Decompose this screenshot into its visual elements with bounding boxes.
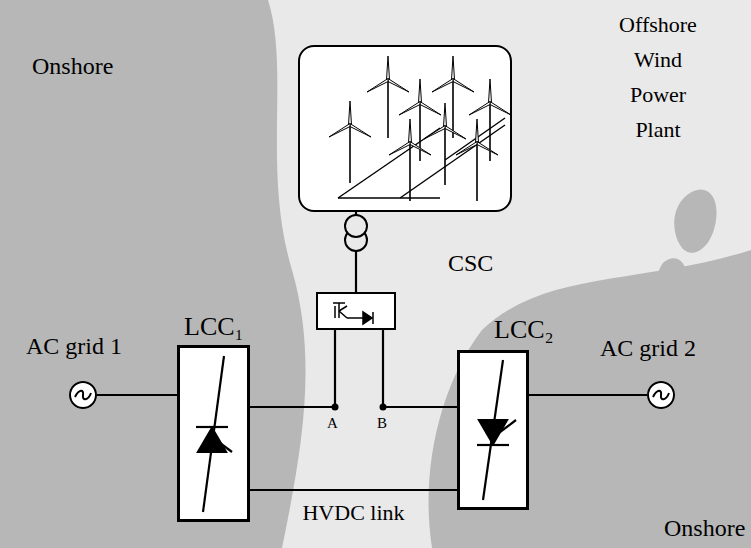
- island: [674, 190, 716, 253]
- converter-box: LCC₂: [457, 350, 529, 510]
- thyristor-symbol: [477, 360, 516, 500]
- link-label: HVDC link: [302, 500, 404, 526]
- ac-source: AC grid 1: [69, 381, 97, 409]
- node-heading: AC grid 2: [600, 334, 696, 362]
- turbine-strings: [338, 118, 505, 198]
- transformer-symbol: [345, 215, 367, 251]
- converter-box: CSC: [316, 292, 396, 330]
- wind-plant-box: Offshore Wind Power Plant: [298, 45, 512, 212]
- converter-fill: [177, 345, 250, 522]
- region-label: Onshore: [664, 514, 745, 542]
- node-heading: CSC: [448, 249, 493, 277]
- converter-fill: [457, 350, 529, 510]
- island: [657, 258, 686, 305]
- node-heading: LCC₁: [184, 312, 244, 342]
- node-heading: LCC₂: [494, 315, 554, 345]
- ac-tilde: [75, 391, 91, 400]
- ac-source-fill: [69, 381, 97, 409]
- igbt-diode-symbol: [333, 303, 373, 324]
- wire: [97, 394, 177, 396]
- terminal-dot: [380, 404, 387, 411]
- wire: [529, 394, 647, 396]
- ac-tilde: [653, 391, 669, 400]
- terminal-label: A: [327, 414, 338, 432]
- thyristor-symbol: [196, 356, 232, 512]
- node-heading: AC grid 1: [26, 332, 122, 360]
- ac-source: AC grid 2: [647, 381, 675, 409]
- wind-plant-fill: [298, 45, 512, 212]
- node-heading: Offshore Wind Power Plant: [608, 7, 708, 147]
- converter-fill: [316, 292, 396, 330]
- onshore-left-land: [0, 0, 306, 548]
- terminal-label: B: [377, 414, 387, 432]
- ac-source-fill: [647, 381, 675, 409]
- terminal-dot: [332, 404, 339, 411]
- wind-turbines: [329, 56, 511, 201]
- onshore-right-land: [429, 250, 751, 548]
- wire: [250, 330, 335, 407]
- wire: [383, 330, 457, 407]
- wire: [250, 489, 457, 491]
- region-label: Onshore: [32, 52, 113, 80]
- converter-box: LCC₁: [177, 345, 250, 522]
